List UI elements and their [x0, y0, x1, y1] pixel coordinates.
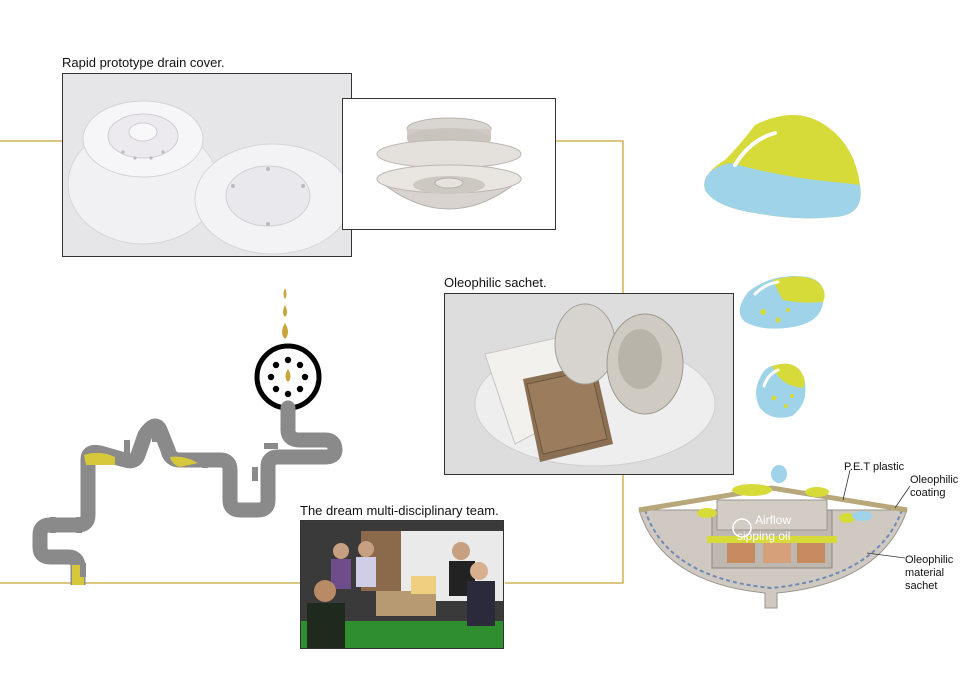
- sachet-label-line2: material: [905, 567, 945, 579]
- oil-water-blob-large: [704, 115, 861, 219]
- oil-water-blob-small: [756, 363, 806, 418]
- team-caption: The dream multi-disciplinary team.: [300, 503, 499, 518]
- team-photo: [300, 520, 504, 649]
- sachet-photo: [444, 293, 734, 475]
- airflow-label-line1: Airflow: [755, 513, 791, 527]
- pet-plastic-label: P.E.T plastic: [844, 461, 905, 473]
- drain-cover-caption: Rapid prototype drain cover.: [62, 55, 225, 70]
- drain-cover-photo: [62, 73, 352, 257]
- cross-section-diagram: Airflow sipping oil: [638, 465, 911, 609]
- oil-water-blob-medium: [739, 276, 825, 329]
- drain-cover-render: [342, 98, 556, 230]
- sachet-label-line1: Oleophilic: [905, 554, 954, 566]
- sachet-caption: Oleophilic sachet.: [444, 275, 547, 290]
- airflow-label-line2: sipping oil: [737, 529, 790, 543]
- coating-label-line2: coating: [910, 487, 946, 499]
- coating-label-line1: Oleophilic: [910, 474, 959, 486]
- pipe-illustration: [32, 288, 343, 585]
- sachet-label-line3: sachet: [905, 580, 938, 592]
